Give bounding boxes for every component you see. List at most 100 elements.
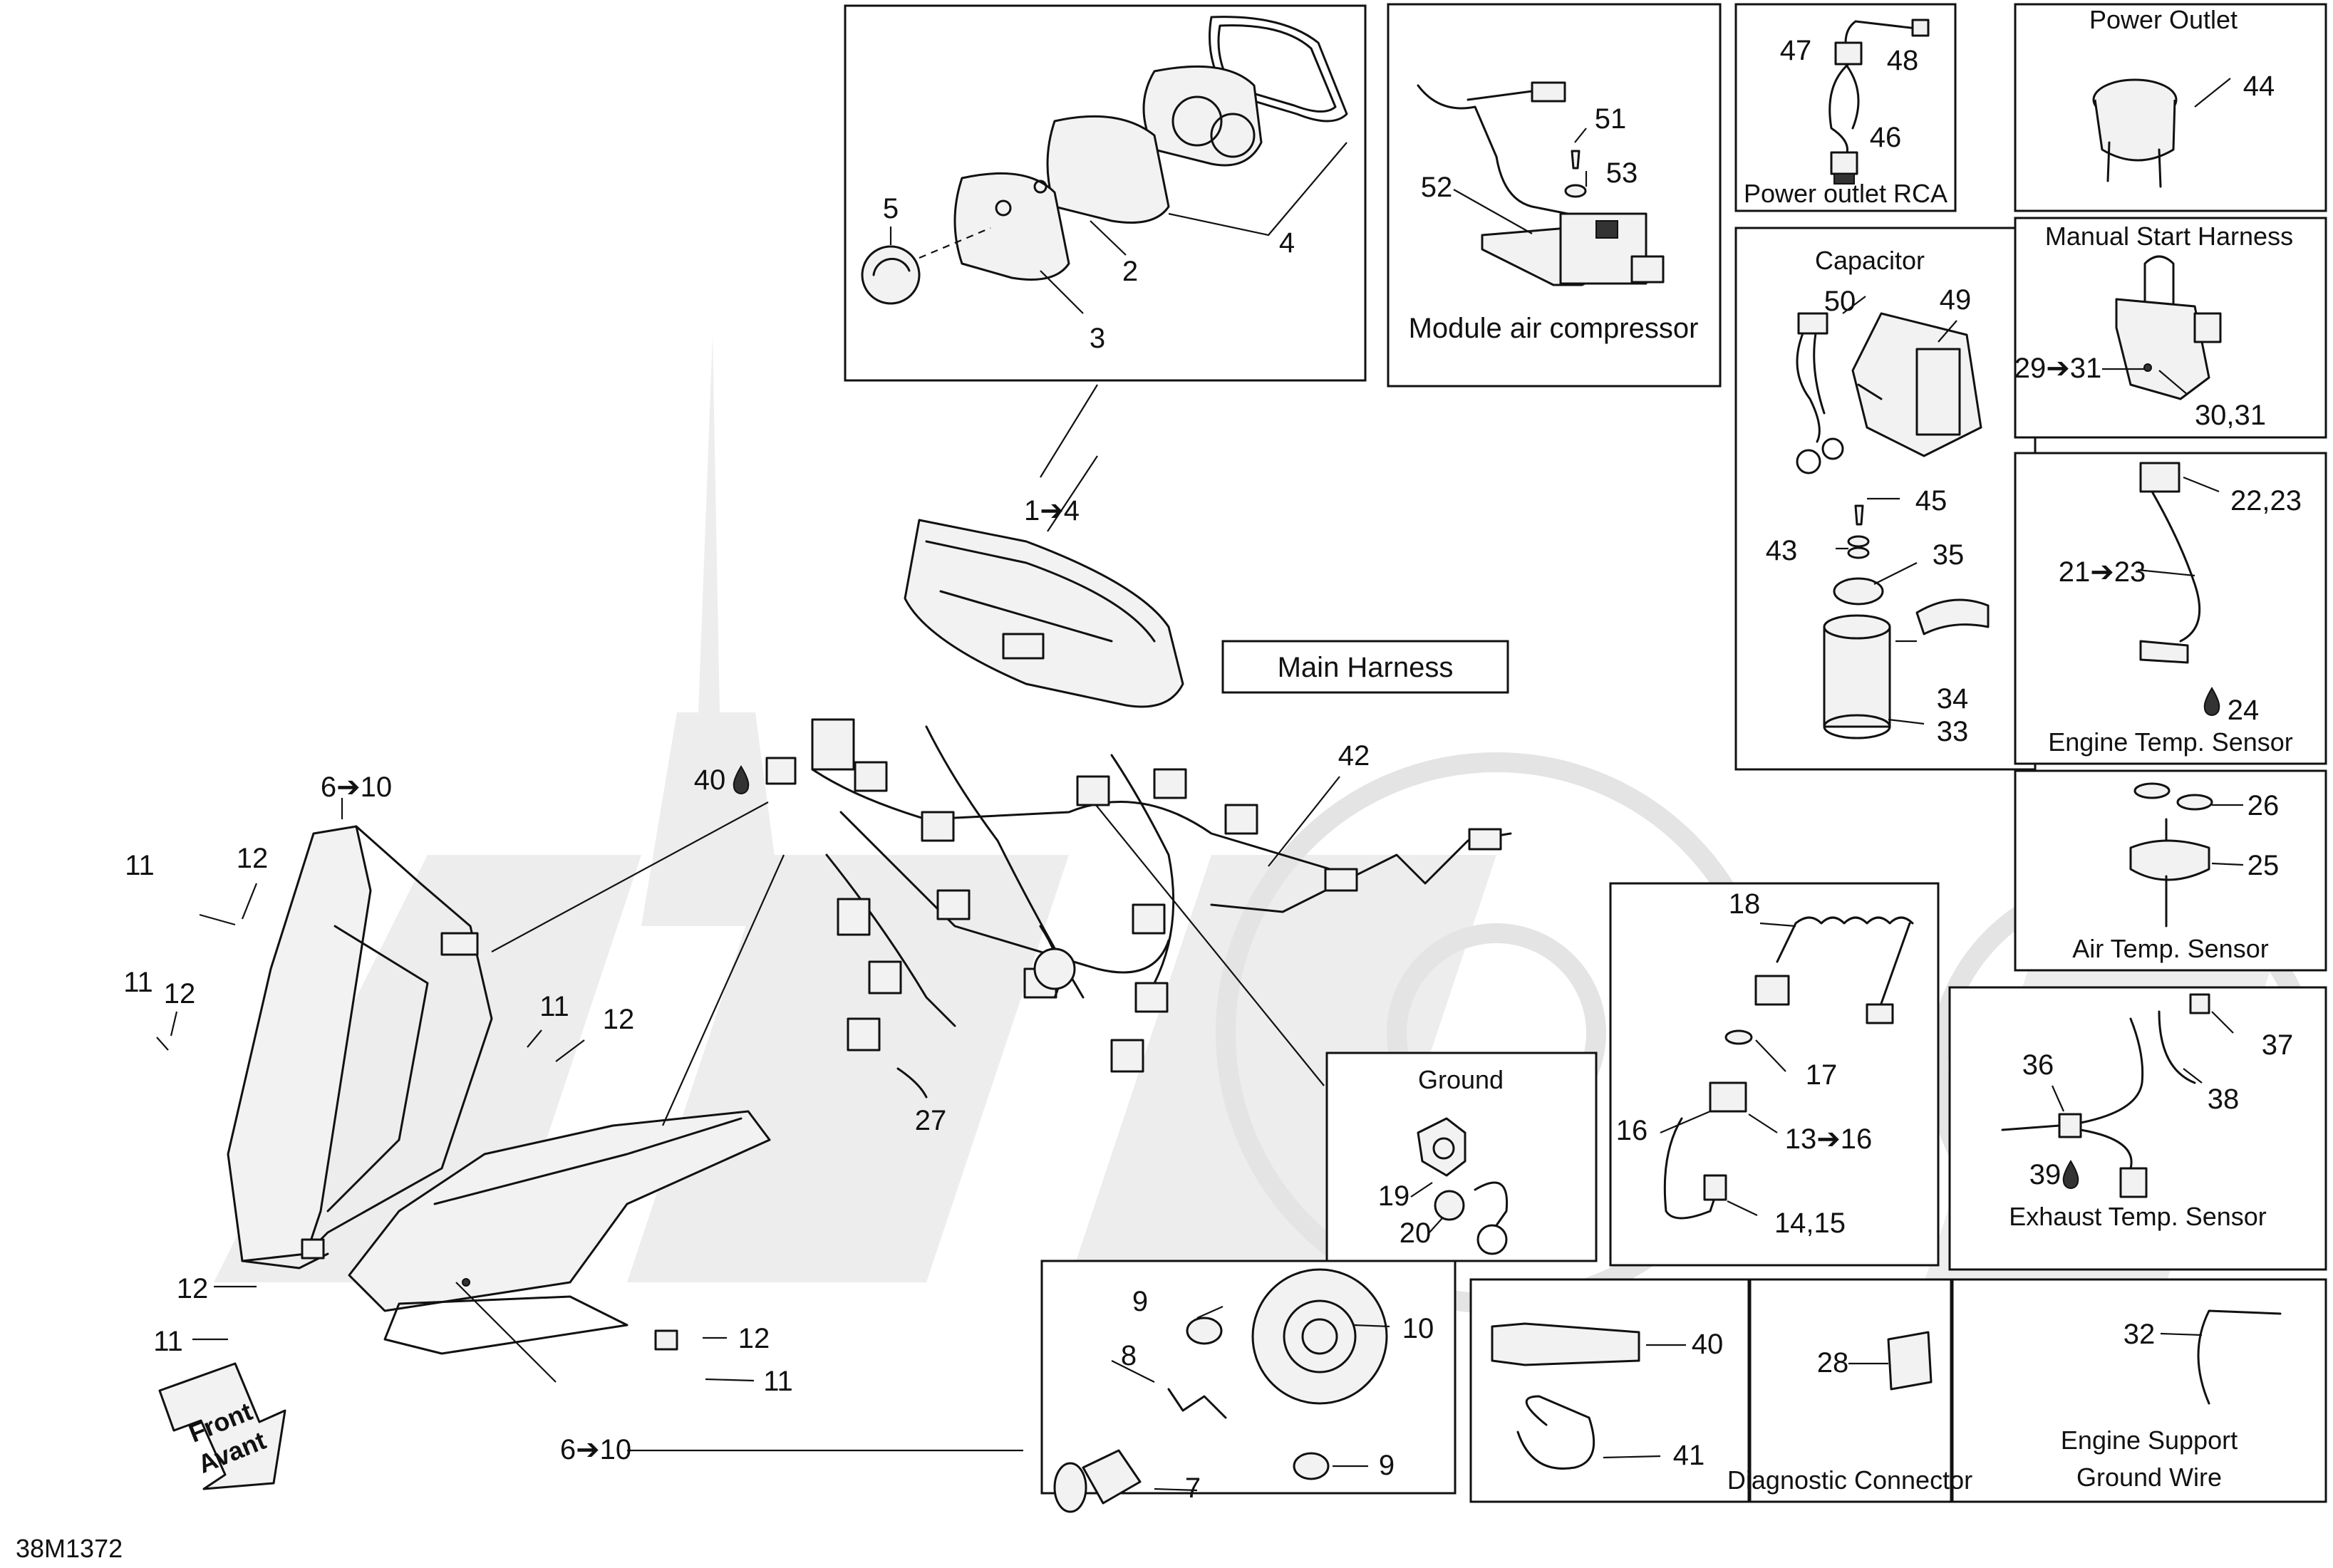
callout-27: 27 (915, 1105, 947, 1136)
headlamp-assemblies (156, 798, 1023, 1452)
power-outlet-rca-parts (1828, 19, 1930, 185)
callout-52: 52 (1421, 172, 1453, 203)
callout-42: 42 (1338, 740, 1370, 772)
diagnostic-connector-panel (1749, 1278, 1952, 1503)
callout-12-a: 12 (237, 843, 269, 874)
callout-32: 32 (2124, 1319, 2156, 1350)
callout-2: 2 (1122, 256, 1138, 287)
air-compressor-parts (1417, 81, 1665, 286)
engine-temp-sensor-title: Engine Temp. Sensor (2048, 727, 2293, 757)
power-outlet-parts (2092, 78, 2231, 188)
callout-12-e: 12 (738, 1323, 770, 1354)
callout-9-top: 9 (1132, 1286, 1148, 1317)
callout-44: 44 (2243, 71, 2275, 102)
engine-temp-sensor-parts (2137, 462, 2220, 664)
callout-11-a: 11 (125, 850, 155, 881)
callout-30-31: 30,31 (2195, 400, 2266, 431)
main-harness-title-box (1221, 640, 1509, 694)
drawing-id: 38M1372 (16, 1534, 123, 1563)
callout-29-31: 29➔31 (2014, 353, 2102, 384)
grease-tie-panel (1469, 1278, 1750, 1503)
callout-25: 25 (2247, 850, 2280, 881)
callout-34: 34 (1937, 683, 1969, 715)
manual-start-harness-title: Manual Start Harness (2045, 222, 2293, 251)
callout-11-b: 11 (123, 967, 153, 998)
air-temp-sensor-parts (2129, 782, 2244, 928)
callout-12-b: 12 (164, 978, 196, 1009)
callout-21-23: 21➔23 (2059, 556, 2146, 588)
callout-10: 10 (1402, 1313, 1434, 1344)
oil-drop-icon (733, 765, 750, 794)
callout-26: 26 (2247, 790, 2280, 821)
callout-6-10-top: 6➔10 (321, 772, 392, 803)
power-outlet-rca-title: Power outlet RCA (1744, 179, 1947, 208)
callout-37: 37 (2262, 1029, 2294, 1061)
air-temp-sensor-title: Air Temp. Sensor (2072, 934, 2268, 963)
engine-temp-sensor-panel (2014, 452, 2327, 765)
headlamp-bulb-parts (1053, 1268, 1390, 1513)
callout-11-e: 11 (763, 1366, 793, 1397)
ground-parts (1410, 1117, 1509, 1255)
callout-24: 24 (2228, 695, 2260, 726)
ground-title: Ground (1418, 1065, 1504, 1094)
manual-start-harness-parts (2102, 255, 2222, 400)
diagnostic-connector-parts (1848, 1331, 1933, 1391)
module-air-compressor-panel (1387, 3, 1722, 388)
gauge-dial-icon (861, 245, 921, 305)
oil-drop-icon (2062, 1160, 2079, 1189)
ground-wire-parts (2160, 1309, 2282, 1405)
capacitor-title: Capacitor (1815, 246, 1925, 275)
callout-41: 41 (1673, 1440, 1705, 1471)
module-air-compressor-title: Module air compressor (1409, 313, 1699, 344)
callout-6-10-bottom: 6➔10 (560, 1434, 631, 1465)
ground-wire-title-1: Engine Support (2061, 1426, 2238, 1455)
callout-14-15: 14,15 (1774, 1208, 1846, 1239)
callout-11-c: 11 (539, 991, 569, 1022)
callout-16: 16 (1616, 1115, 1648, 1146)
main-harness-assembly (765, 384, 1512, 1099)
callout-33: 33 (1937, 716, 1969, 747)
callout-9-bottom: 9 (1379, 1450, 1395, 1481)
grease-tie-parts (1491, 1322, 1686, 1470)
callout-18: 18 (1729, 888, 1761, 920)
capacitor-parts (1796, 296, 1990, 739)
callout-39: 39 (2029, 1159, 2062, 1190)
front-direction-arrow (158, 1362, 286, 1490)
oil-drop-icon (2203, 687, 2220, 716)
callout-19: 19 (1378, 1180, 1410, 1212)
callout-22-23: 22,23 (2230, 485, 2302, 516)
callout-17: 17 (1806, 1059, 1838, 1091)
callout-51: 51 (1595, 103, 1627, 135)
callout-40-box: 40 (1692, 1329, 1724, 1360)
callout-12-d: 12 (177, 1273, 209, 1304)
callout-46: 46 (1870, 122, 1902, 153)
exhaust-temp-sensor-parts (2001, 993, 2234, 1198)
callout-45: 45 (1915, 485, 1947, 516)
gauge-cluster-parts (861, 16, 1348, 314)
callout-49: 49 (1940, 284, 1972, 316)
callout-47: 47 (1780, 35, 1812, 66)
callout-53: 53 (1606, 157, 1638, 189)
callout-4: 4 (1279, 227, 1295, 259)
callout-43: 43 (1766, 535, 1798, 566)
callout-8: 8 (1121, 1340, 1137, 1371)
callout-11-d: 11 (153, 1326, 183, 1357)
diagnostic-connector-title: Diagnostic Connector (1727, 1465, 1972, 1495)
callout-35: 35 (1933, 539, 1965, 571)
callout-5: 5 (883, 193, 899, 224)
callout-3: 3 (1090, 323, 1105, 354)
callout-1-4: 1➔4 (1024, 495, 1080, 526)
callout-12-c: 12 (603, 1004, 635, 1035)
exhaust-temp-sensor-title: Exhaust Temp. Sensor (2009, 1202, 2267, 1231)
power-outlet-title: Power Outlet (2089, 5, 2238, 34)
engine-support-ground-wire-panel (1951, 1278, 2327, 1503)
oil-sensor-parts (1660, 916, 1914, 1220)
callout-48: 48 (1887, 45, 1919, 76)
ground-wire-title-2: Ground Wire (2076, 1463, 2222, 1492)
callout-28: 28 (1817, 1347, 1849, 1379)
callout-7: 7 (1185, 1473, 1201, 1504)
callout-38: 38 (2208, 1084, 2240, 1115)
callout-13-16: 13➔16 (1785, 1123, 1873, 1155)
callout-40-main: 40 (694, 764, 726, 796)
